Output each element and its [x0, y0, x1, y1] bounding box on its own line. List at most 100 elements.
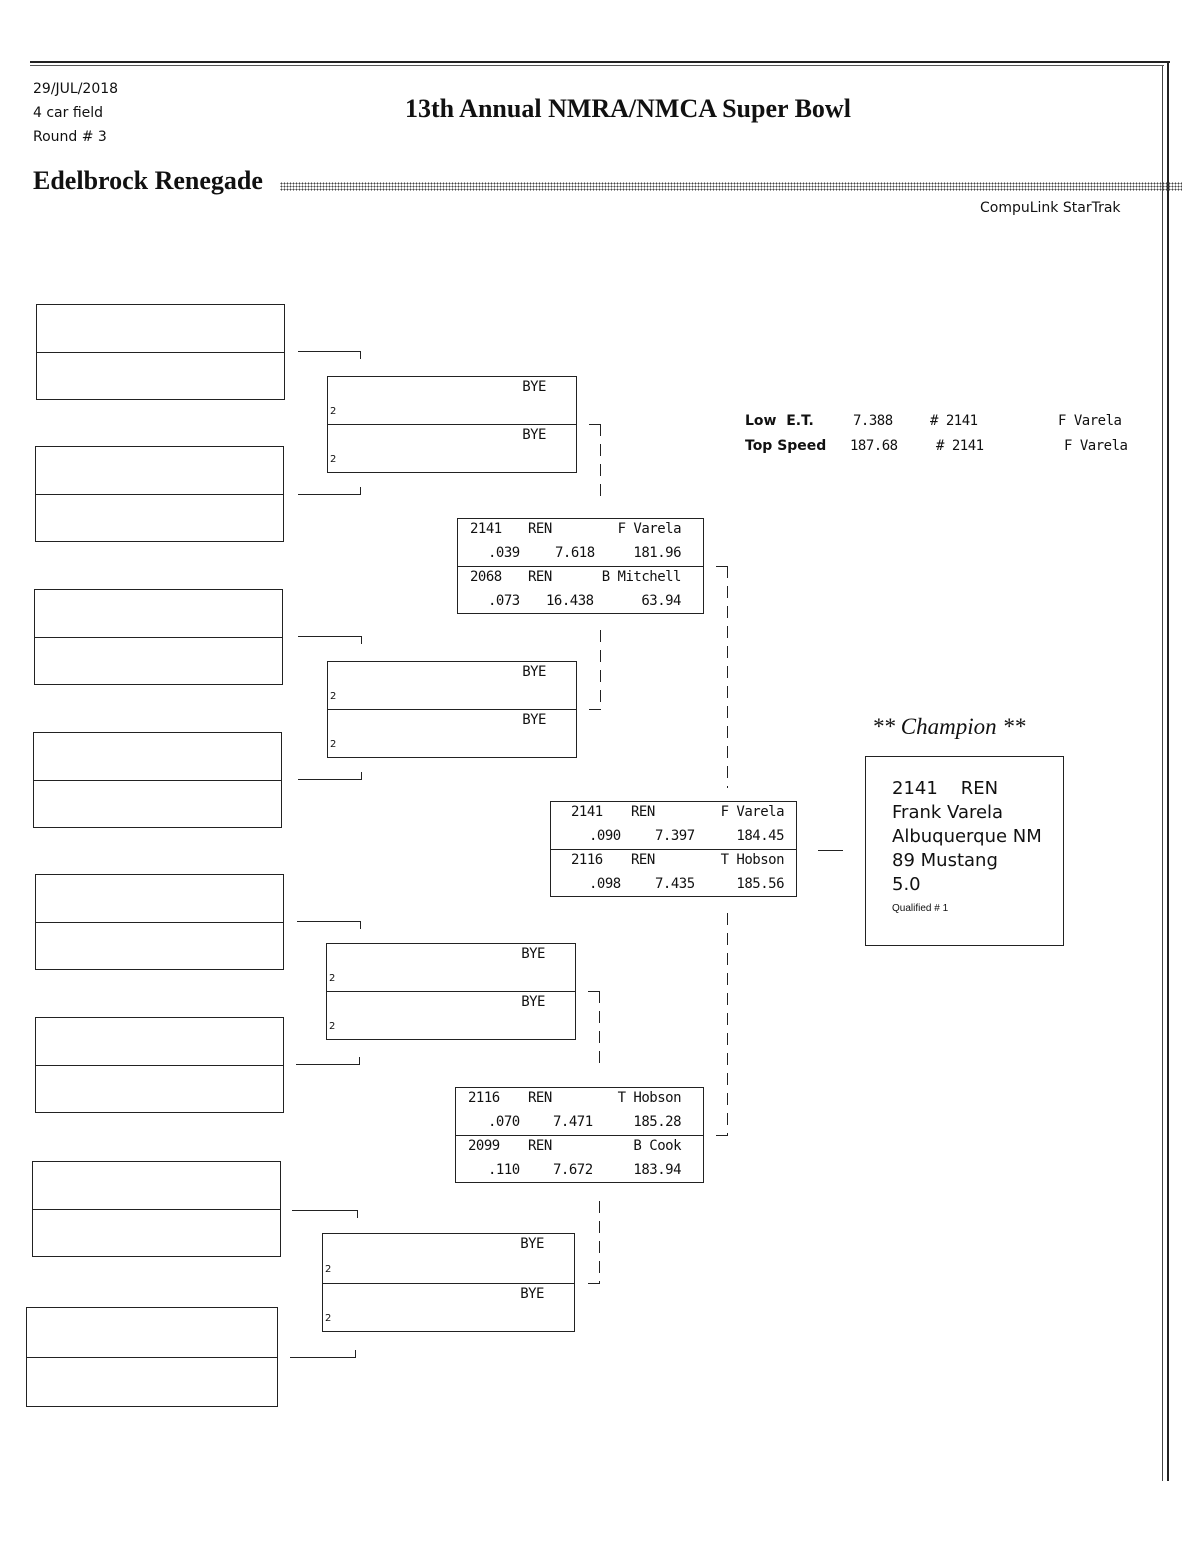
- lane-divider: [36, 494, 283, 495]
- event-title: 13th Annual NMRA/NMCA Super Bowl: [405, 94, 851, 123]
- semifinal-box: 2141 REN F Varela .039 7.618 181.96 2068…: [457, 518, 704, 614]
- speed-mph: 184.45: [736, 828, 784, 844]
- speed-mph: 185.56: [736, 876, 784, 892]
- connector: [360, 487, 361, 495]
- round1-box: [35, 874, 284, 970]
- lane-divider: [37, 352, 284, 353]
- lane-top-seed: 2: [330, 691, 337, 702]
- class-title: Edelbrock Renegade: [33, 166, 263, 195]
- lane-bottom-name: BYE: [522, 712, 546, 728]
- champion-car-class: 2141 REN: [892, 778, 999, 799]
- reaction-time: .090: [589, 828, 621, 844]
- lane-top-seed: 2: [325, 1264, 332, 1275]
- connector: [290, 1357, 356, 1358]
- round1-box: [26, 1307, 278, 1407]
- top-speed-value: 187.68: [850, 438, 898, 454]
- car-number: 2141: [470, 521, 502, 537]
- lane-divider: [33, 1209, 280, 1210]
- speed-mph: 63.94: [641, 593, 681, 609]
- low-et-driver: F Varela: [1058, 413, 1122, 429]
- lane-bottom-seed: 2: [325, 1313, 332, 1324]
- connector: [296, 1064, 359, 1065]
- connector: [297, 921, 360, 922]
- connector: [588, 1283, 600, 1284]
- round-number: Round # 3: [33, 129, 107, 145]
- round2-box: BYE 2 BYE 2: [326, 943, 576, 1040]
- car-class: REN: [528, 1090, 552, 1106]
- driver-name: B Mitchell: [601, 569, 682, 585]
- lane-bottom-name: BYE: [522, 427, 546, 443]
- elapsed-time: 16.438: [546, 593, 594, 609]
- dotted-rule: [280, 182, 1182, 191]
- lane-top-name: BYE: [522, 379, 546, 395]
- connector: [361, 636, 362, 644]
- connector: [716, 1135, 728, 1136]
- lane-times: .098 7.435 185.56: [551, 874, 796, 898]
- champion-box: 2141 REN Frank Varela Albuquerque NM 89 …: [865, 756, 1064, 946]
- speed-mph: 183.94: [633, 1162, 681, 1178]
- event-date: 29/JUL/2018: [33, 81, 119, 97]
- lane-divider: [551, 849, 796, 850]
- round1-box: [33, 732, 282, 828]
- lane-divider: [34, 780, 281, 781]
- round1-box: [36, 304, 285, 400]
- lane-row: 2116 REN T Hobson: [551, 850, 796, 874]
- car-number: 2116: [468, 1090, 500, 1106]
- speed-mph: 181.96: [633, 545, 681, 561]
- connector-dashed: [599, 1201, 600, 1284]
- car-number: 2099: [468, 1138, 500, 1154]
- round1-box: [32, 1161, 281, 1257]
- round1-box: [35, 446, 284, 542]
- connector: [716, 566, 728, 567]
- page-frame-top: [30, 61, 1170, 63]
- lane-bottom-name: BYE: [521, 994, 545, 1010]
- car-number: 2068: [470, 569, 502, 585]
- lane-top-name: BYE: [520, 1236, 544, 1252]
- driver-name: F Varela: [720, 804, 785, 820]
- lane-divider: [456, 1135, 703, 1136]
- lane-times: .039 7.618 181.96: [458, 543, 703, 567]
- connector: [360, 351, 361, 359]
- connector: [589, 709, 601, 710]
- champion-name: Frank Varela: [892, 802, 1004, 823]
- champion-heading: ** Champion **: [872, 714, 1026, 739]
- lane-divider: [36, 1065, 283, 1066]
- champion-engine: 5.0: [892, 874, 921, 895]
- field-size: 4 car field: [33, 105, 104, 121]
- car-class: REN: [631, 804, 655, 820]
- lane-divider: [328, 424, 576, 425]
- lane-divider: [323, 1283, 574, 1284]
- connector: [361, 772, 362, 780]
- reaction-time: .098: [589, 876, 621, 892]
- lane-row: 2141 REN F Varela: [551, 802, 796, 826]
- top-speed-label: Top Speed: [745, 438, 827, 454]
- lane-row: 2068 REN B Mitchell: [458, 567, 703, 591]
- lane-divider: [328, 709, 576, 710]
- car-class: REN: [631, 852, 655, 868]
- low-et-car: # 2141: [930, 413, 978, 429]
- lane-divider: [35, 637, 282, 638]
- lane-times: .070 7.471 185.28: [456, 1112, 703, 1136]
- page-frame-right: [1167, 61, 1169, 1481]
- semifinal-box: 2116 REN T Hobson .070 7.471 185.28 2099…: [455, 1087, 704, 1183]
- elapsed-time: 7.672: [553, 1162, 593, 1178]
- reaction-time: .070: [488, 1114, 520, 1130]
- connector-dashed: [600, 424, 601, 504]
- connector: [359, 1057, 360, 1065]
- reaction-time: .039: [488, 545, 520, 561]
- lane-top-seed: 2: [329, 973, 336, 984]
- top-speed-driver: F Varela: [1064, 438, 1128, 454]
- connector: [292, 1210, 358, 1211]
- driver-name: F Varela: [617, 521, 682, 537]
- connector: [355, 1350, 356, 1358]
- lane-row: 2116 REN T Hobson: [456, 1088, 703, 1112]
- lane-top-name: BYE: [521, 946, 545, 962]
- software-credit: CompuLink StarTrak: [980, 200, 1121, 216]
- round2-box: BYE 2 BYE 2: [327, 376, 577, 473]
- lane-times: .110 7.672 183.94: [456, 1160, 703, 1184]
- connector: [298, 351, 361, 352]
- low-et-label: Low E.T.: [745, 413, 814, 429]
- lane-row: 2099 REN B Cook: [456, 1136, 703, 1160]
- connector: [588, 991, 600, 992]
- final-box: 2141 REN F Varela .090 7.397 184.45 2116…: [550, 801, 797, 897]
